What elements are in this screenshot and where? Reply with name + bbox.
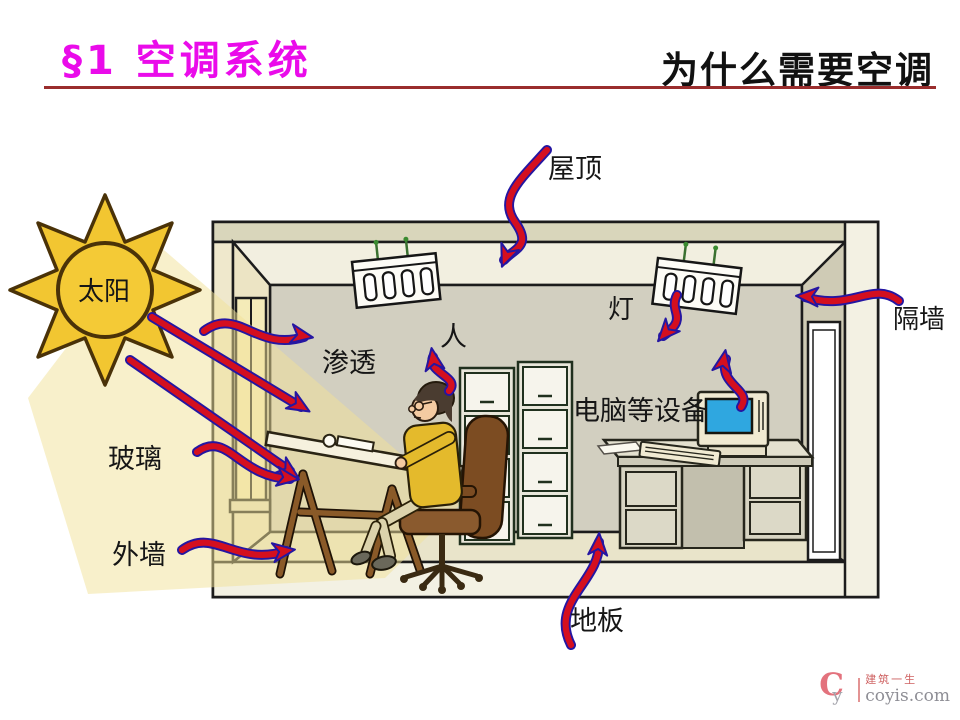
arrow-roof — [499, 145, 552, 268]
diagram-labels: 屋顶 灯 人 渗透 电脑等设备 隔墙 玻璃 外墙 地板 — [108, 154, 945, 637]
arrow-lamp — [656, 290, 682, 343]
label-partition-wall: 隔墙 — [893, 305, 945, 335]
keyboard — [638, 440, 722, 468]
logo-letter-c: C — [819, 667, 844, 703]
right-wall-front — [843, 220, 880, 599]
sun-label: 太阳 — [78, 277, 130, 307]
title-underline — [44, 86, 936, 89]
arrow-person — [424, 347, 457, 396]
arrow-sun-ray-1 — [147, 312, 311, 413]
label-lamp: 灯 — [608, 295, 634, 325]
arrow-infiltration — [199, 318, 314, 346]
label-person: 人 — [440, 322, 467, 353]
label-roof: 屋顶 — [548, 154, 602, 185]
ceiling — [211, 240, 880, 287]
slide-subtitle: 为什么需要空调 — [661, 49, 934, 92]
slide-title: §1 空调系统 — [62, 38, 312, 84]
arrow-exterior-wall — [177, 537, 296, 564]
label-exterior-wall: 外墙 — [112, 540, 166, 571]
label-infiltration: 渗透 — [322, 348, 376, 379]
ceiling-light-icon — [350, 236, 442, 310]
logo-letter-y: y — [832, 685, 843, 706]
arrow-partition-wall — [795, 286, 904, 308]
watermark-brand: 建筑一生 — [865, 674, 918, 687]
watermark-divider — [858, 678, 861, 702]
heat-arrows — [125, 145, 904, 650]
watermark-site: coyis.com — [865, 686, 950, 707]
arrow-computer — [711, 349, 749, 412]
arrow-floor — [560, 532, 609, 650]
person — [350, 381, 463, 571]
watermark: C y 建筑一生 coyis.com — [819, 670, 950, 710]
computer-icon — [596, 390, 770, 468]
coyis-logo-icon: C y — [819, 670, 853, 710]
label-computer-equipment: 电脑等设备 — [573, 396, 708, 427]
filing-cabinet — [516, 360, 574, 540]
roof-slab — [211, 220, 880, 244]
arrow-glass — [192, 441, 300, 487]
label-floor: 地板 — [570, 606, 624, 637]
sun-icon: 太阳 — [8, 193, 202, 387]
label-glass: 玻璃 — [108, 444, 162, 475]
